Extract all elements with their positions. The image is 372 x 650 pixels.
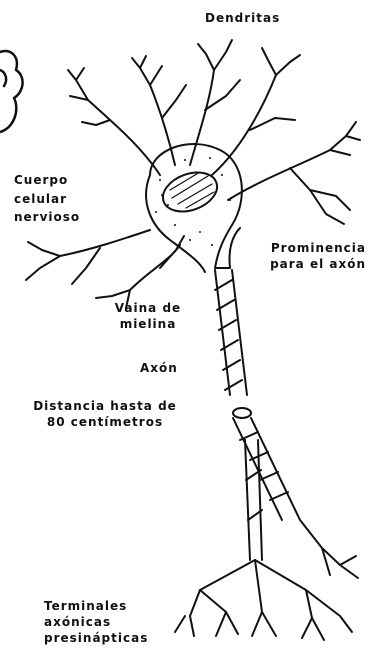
- label-distance-line-1: Distancia hasta de: [0, 398, 210, 414]
- myelinated-axon-lower: [233, 418, 300, 560]
- axon-terminals: [175, 520, 358, 640]
- label-myelin-line-2: mielina: [98, 316, 198, 332]
- axon-cut-end: [233, 408, 251, 418]
- label-cell-body-line-1: Cuerpo: [14, 172, 80, 188]
- adjacent-cell-fragment: [0, 51, 23, 132]
- label-cell-body-line-2: celular: [14, 191, 80, 207]
- label-myelin-sheath: Vaina de mielina: [98, 300, 198, 332]
- label-distance: Distancia hasta de 80 centímetros: [0, 398, 210, 430]
- label-cell-body-line-3: nervioso: [14, 209, 80, 225]
- label-distance-line-2: 80 centímetros: [0, 414, 210, 430]
- cell-body: [146, 144, 242, 272]
- label-axon-hillock: Prominencia para el axón: [270, 240, 366, 272]
- label-axon: Axón: [140, 360, 178, 376]
- label-axon-hillock-line-1: Prominencia: [270, 240, 366, 256]
- label-terminals-line-3: presinápticas: [44, 630, 148, 646]
- label-terminals-line-2: axónicas: [44, 614, 148, 630]
- label-dendrites: Dendritas: [205, 10, 280, 26]
- label-axon-hillock-line-2: para el axón: [270, 256, 366, 272]
- cytoplasm-stipple: [155, 157, 231, 246]
- label-terminals-line-1: Terminales: [44, 598, 148, 614]
- label-cell-body: Cuerpo celular nervioso: [14, 172, 80, 225]
- label-myelin-line-1: Vaina de: [98, 300, 198, 316]
- myelinated-axon-upper: [215, 270, 247, 395]
- label-terminals: Terminales axónicas presinápticas: [44, 598, 148, 646]
